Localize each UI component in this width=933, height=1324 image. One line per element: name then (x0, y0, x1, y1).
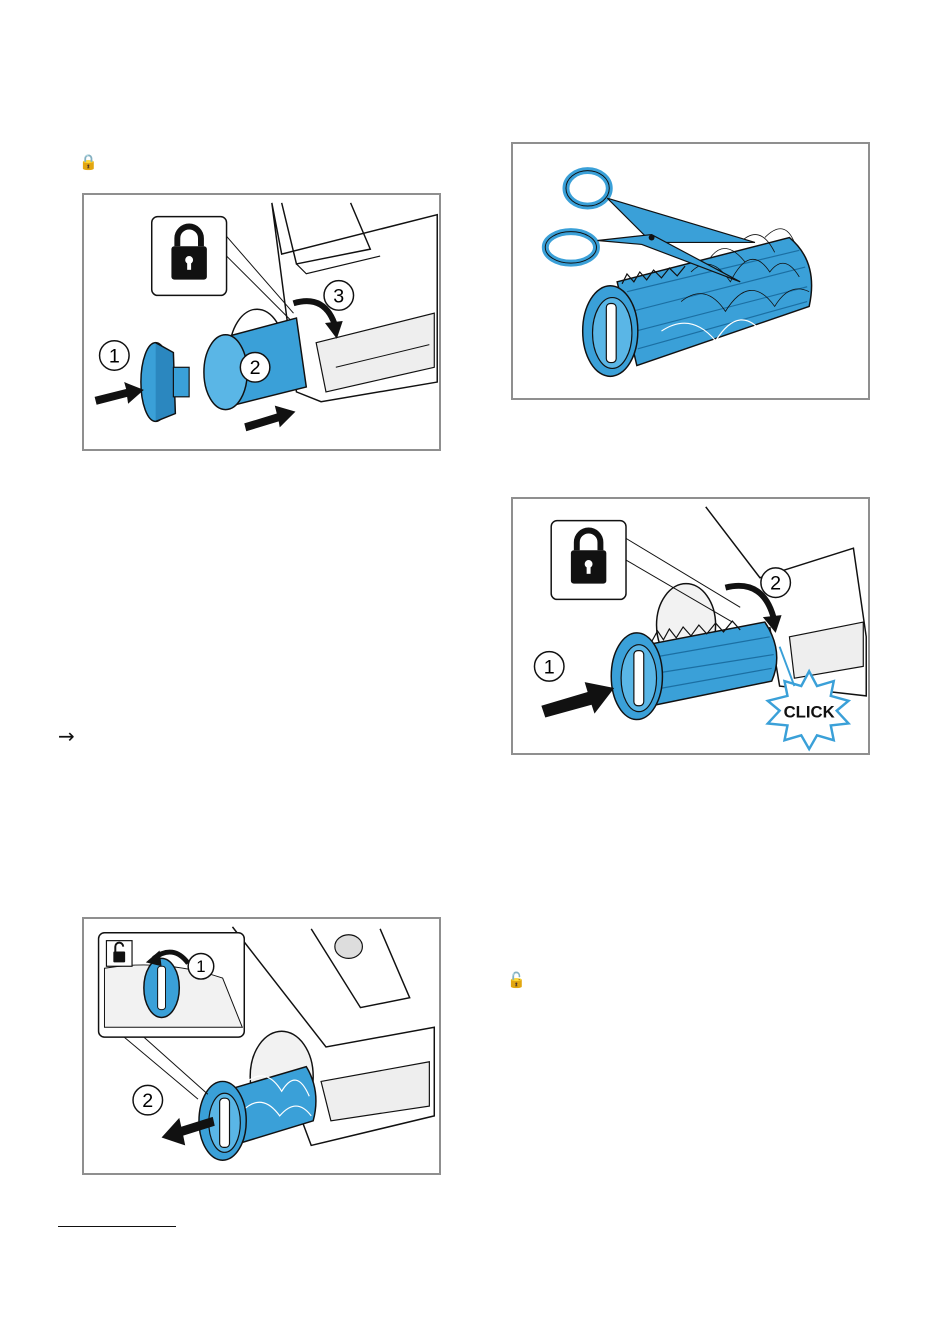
result-arrow-icon: → (58, 726, 75, 746)
step-3-label: 3 (333, 285, 344, 307)
click-label: CLICK (784, 703, 835, 722)
lock-icon: 🔒 (79, 155, 98, 170)
figure-pull-roller: 1 2 (82, 917, 441, 1175)
step-2-label: 2 (770, 573, 781, 595)
step-2-label: 2 (250, 357, 261, 379)
remove-cover-illustration: 1 2 3 (84, 195, 439, 449)
figure-cut-hair (511, 142, 870, 400)
cut-hair-illustration (513, 144, 868, 398)
figure-remove-cover: 1 2 3 (82, 193, 441, 451)
step-2-label: 2 (142, 1090, 153, 1112)
insert-roller-illustration: 1 2 CLICK (513, 499, 868, 753)
unlock-icon: 🔓 (507, 973, 526, 988)
figure-insert-roller: 1 2 CLICK (511, 497, 870, 755)
step-1-label: 1 (544, 656, 555, 678)
step-1-label: 1 (109, 345, 120, 367)
pull-roller-illustration: 1 2 (84, 919, 439, 1173)
step-1-label: 1 (196, 957, 205, 976)
footnote-rule (58, 1226, 176, 1227)
